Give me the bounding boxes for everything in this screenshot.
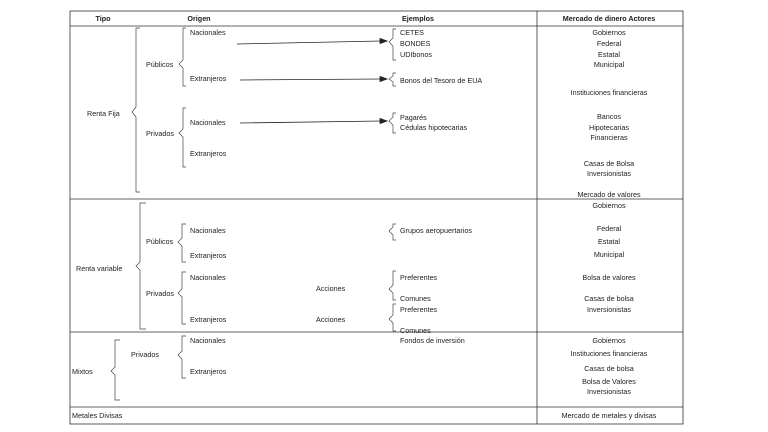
fija-privados: Privados (146, 129, 174, 138)
brace-ej-bonos (388, 72, 396, 87)
actor-item: Bolsa de Valores (582, 377, 636, 386)
actor-item: Instituciones financieras (570, 88, 648, 97)
fija-pub-nacionales: Nacionales (190, 28, 226, 37)
brace-ej-grupos (388, 223, 396, 241)
brace-fija-publicos (178, 27, 186, 87)
var-publicos: Públicos (146, 237, 174, 246)
ejemplo-item: Preferentes (400, 273, 438, 282)
ejemplo-item: Comunes (400, 326, 431, 335)
header-mercado: Mercado de dinero Actores (562, 14, 656, 23)
actor-item: Municipal (593, 60, 625, 69)
actor-item: Gobiernos (592, 336, 626, 345)
acciones-label: Acciones (316, 284, 346, 293)
actor-item: Bancos (597, 112, 621, 121)
var-priv-nacionales: Nacionales (190, 273, 226, 282)
acciones-label: Acciones (316, 315, 346, 324)
ejemplo-item: BONDES (400, 39, 431, 48)
table-border (69, 10, 684, 425)
brace-mixtos (110, 339, 120, 401)
actor-item: Inversionistas (587, 387, 631, 396)
actor-item: Gobiernos (592, 201, 626, 210)
tipo-renta-variable: Renta variable (76, 264, 123, 273)
arrow-icon (379, 75, 389, 83)
actor-item: Casas de Bolsa (583, 159, 635, 168)
actor-item: Instituciones financieras (570, 349, 648, 358)
ejemplo-item: Grupos aeropuertarios (400, 226, 472, 235)
var-privados: Privados (146, 289, 174, 298)
actor-item: Inversionistas (587, 305, 631, 314)
brace-var-publicos (177, 223, 186, 263)
actor-item: Bolsa de valores (582, 273, 636, 282)
ejemplo-item: Comunes (400, 294, 431, 303)
brace-acciones-1 (388, 270, 396, 301)
actor-item: Mercado de valores (577, 190, 641, 199)
ejemplo-item: Fondos de inversión (400, 336, 465, 345)
actor-item: Casas de bolsa (584, 294, 634, 303)
actor-item: Federal (596, 39, 622, 48)
actor-item: Municipal (593, 250, 625, 259)
var-priv-extranjeros: Extranjeros (190, 315, 227, 324)
header-ejemplos: Ejemplos (402, 14, 434, 23)
tipo-mixtos: Mixtos (72, 367, 93, 376)
tipo-metales-divisas: Metales Divisas (72, 411, 123, 420)
ejemplo-item: Pagarés (400, 113, 427, 122)
actor-item: Financieras (590, 133, 628, 142)
tipo-renta-fija: Renta Fija (87, 109, 120, 118)
mixtos-privados: Privados (131, 350, 159, 359)
brace-renta-fija (131, 27, 140, 193)
actor-item: Inversionistas (587, 169, 631, 178)
header-tipo: Tipo (95, 14, 111, 23)
fija-pub-extranjeros: Extranjeros (190, 74, 227, 83)
mixtos-extranjeros: Extranjeros (190, 367, 227, 376)
header-origen: Origen (187, 14, 211, 23)
actor-item: Estatal (598, 237, 620, 246)
actor-item: Federal (596, 224, 622, 233)
fija-priv-extranjeros: Extranjeros (190, 149, 227, 158)
fija-publicos: Públicos (146, 60, 174, 69)
var-pub-nacionales: Nacionales (190, 226, 226, 235)
brace-var-privados (177, 271, 186, 325)
actor-item: Hipotecarias (589, 123, 629, 132)
actor-item: Mercado de metales y divisas (561, 411, 657, 420)
ejemplo-item: Cédulas hipotecarias (400, 123, 468, 132)
actor-item: Estatal (598, 50, 620, 59)
brace-fija-privados (178, 107, 186, 168)
brace-acciones-2 (388, 303, 396, 332)
actor-item: Gobiernos (592, 28, 626, 37)
arrow-icon (379, 117, 389, 125)
actor-item: Casas de bolsa (584, 364, 634, 373)
mixtos-nacionales: Nacionales (190, 336, 226, 345)
ejemplo-item: Bonos del Tesoro de EUA (400, 76, 483, 85)
ejemplo-item: UDIbonos (400, 50, 432, 59)
brace-mixtos-privados (177, 335, 186, 379)
ejemplo-item: Preferentes (400, 305, 438, 314)
arrow-icon (379, 37, 389, 45)
fija-priv-nacionales: Nacionales (190, 118, 226, 127)
ejemplo-item: CETES (400, 28, 424, 37)
brace-renta-variable (135, 202, 146, 330)
var-pub-extranjeros: Extranjeros (190, 251, 227, 260)
brace-ej-cetes (388, 28, 396, 61)
brace-ej-pagares (388, 112, 396, 134)
